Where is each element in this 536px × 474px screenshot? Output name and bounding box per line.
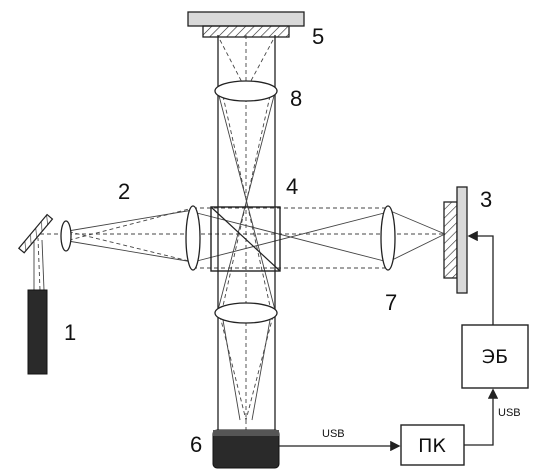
label-lens-top: 8 — [290, 86, 302, 111]
label-modulator: 3 — [480, 187, 492, 212]
connections — [279, 230, 499, 452]
lens-small — [60, 220, 72, 252]
pc-label: ПК — [418, 435, 446, 457]
spatial-light-modulator — [443, 186, 468, 294]
label-reference-mirror: 5 — [312, 24, 324, 49]
lens-bottom — [214, 302, 278, 324]
usb-label-pc-unit: USB — [498, 407, 521, 419]
fold-mirror — [17, 213, 54, 254]
lens-left — [185, 205, 201, 271]
label-lens-right: 7 — [385, 290, 397, 315]
label-laser: 1 — [64, 320, 76, 345]
reference-mirror — [187, 11, 305, 38]
beam-splitter-cube — [210, 206, 281, 272]
label-beam-splitter: 4 — [286, 174, 298, 199]
control-unit-label: ЭБ — [482, 346, 508, 368]
camera — [212, 429, 280, 469]
pc-box — [400, 424, 465, 466]
control-unit-box — [461, 324, 529, 389]
label-camera: 6 — [190, 432, 202, 457]
laser — [27, 289, 48, 375]
laser-beam — [37, 237, 41, 291]
label-beam-expander: 2 — [118, 179, 130, 204]
usb-label-camera-pc: USB — [322, 428, 345, 440]
vertical-beams — [217, 35, 276, 430]
lens-right — [380, 205, 396, 271]
lens-top — [214, 80, 278, 102]
